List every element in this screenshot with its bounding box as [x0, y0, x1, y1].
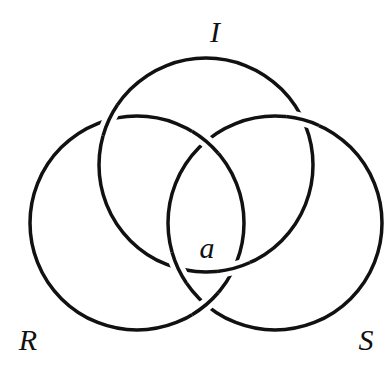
ring-overpass — [286, 117, 319, 126]
crossing-gap — [103, 105, 117, 136]
crossing-gap — [172, 252, 186, 283]
crossing-gap — [192, 131, 218, 153]
ring-right — [168, 116, 382, 330]
ring-overpass — [103, 105, 117, 136]
ring-overpass — [172, 252, 186, 283]
ring-label: R — [19, 325, 37, 355]
ring-label: S — [359, 325, 374, 355]
ring-label: I — [210, 17, 220, 47]
crossing-gap — [192, 293, 218, 315]
ring-overpass — [192, 293, 218, 315]
ring-top — [99, 58, 313, 272]
crossing-gap — [286, 117, 319, 126]
region-label: a — [200, 233, 215, 263]
ring-overpass — [192, 131, 218, 153]
crossing-gap — [217, 263, 250, 272]
ring-left — [30, 116, 244, 330]
ring-overpass — [217, 263, 250, 272]
